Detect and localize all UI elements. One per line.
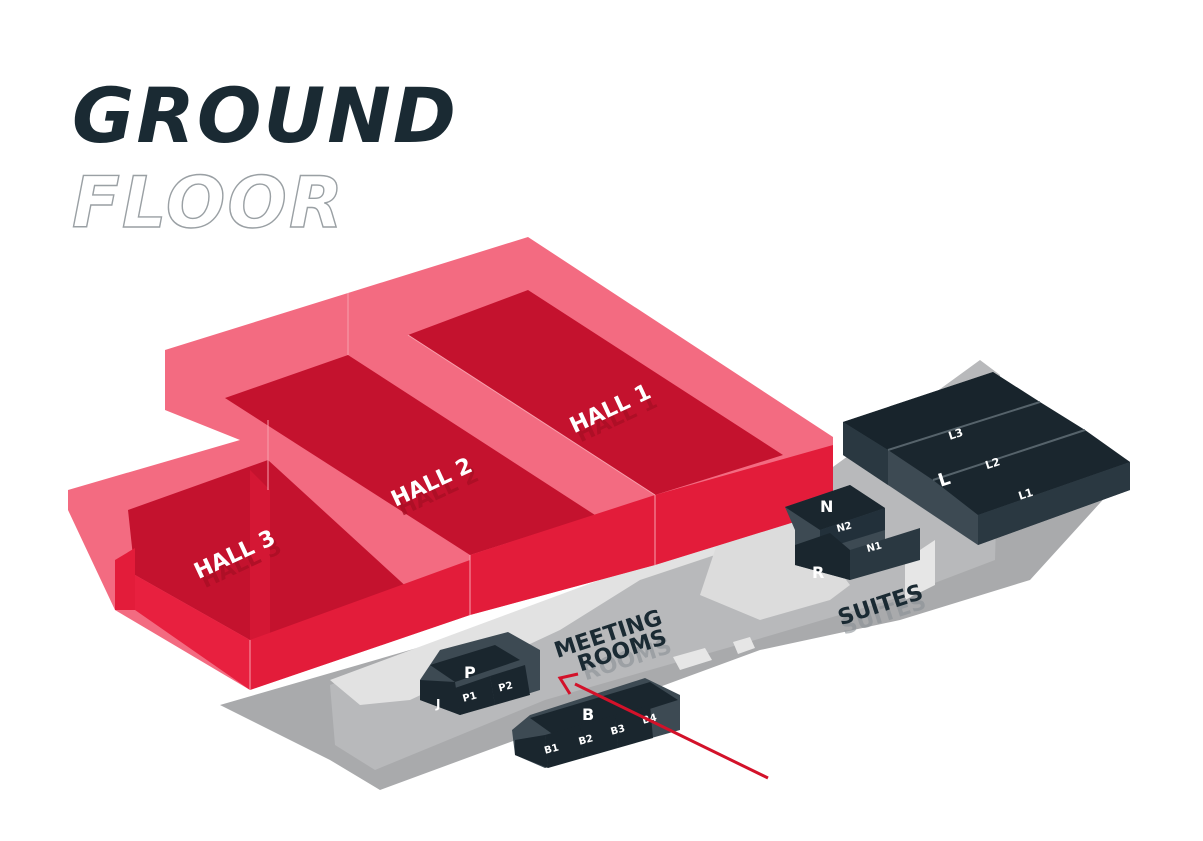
n-suites[interactable]: N N2 N1 R — [785, 485, 920, 582]
service-room-small — [733, 637, 755, 654]
room-N: N — [820, 497, 833, 516]
l-suites[interactable]: L3 L2 L1 L — [843, 372, 1130, 545]
room-L1: L1 — [1017, 486, 1035, 503]
room-B2: B2 — [577, 733, 594, 747]
room-L3: L3 — [947, 426, 965, 443]
p-rooms[interactable]: P J P1 P2 — [420, 632, 540, 715]
room-P: P — [464, 663, 476, 682]
room-B1: B1 — [543, 742, 560, 756]
room-P2: P2 — [497, 680, 514, 694]
room-B: B — [582, 705, 594, 724]
b-rooms[interactable]: B B1 B2 B3 B4 — [512, 678, 680, 768]
room-B3: B3 — [609, 723, 626, 737]
service-room — [673, 648, 712, 670]
room-J: J — [435, 697, 440, 711]
hall2-area[interactable] — [225, 355, 595, 555]
room-R: R — [812, 563, 824, 582]
entrance-arrow-icon — [557, 672, 769, 780]
title-ground: GROUND — [72, 71, 458, 160]
hall1-area[interactable] — [408, 290, 783, 495]
halls-block — [68, 237, 833, 690]
room-L2: L2 — [984, 455, 1002, 472]
room-N1: N1 — [866, 540, 884, 555]
room-N2: N2 — [836, 520, 854, 535]
room-P1: P1 — [461, 690, 478, 704]
title-floor: FLOOR — [71, 162, 345, 244]
